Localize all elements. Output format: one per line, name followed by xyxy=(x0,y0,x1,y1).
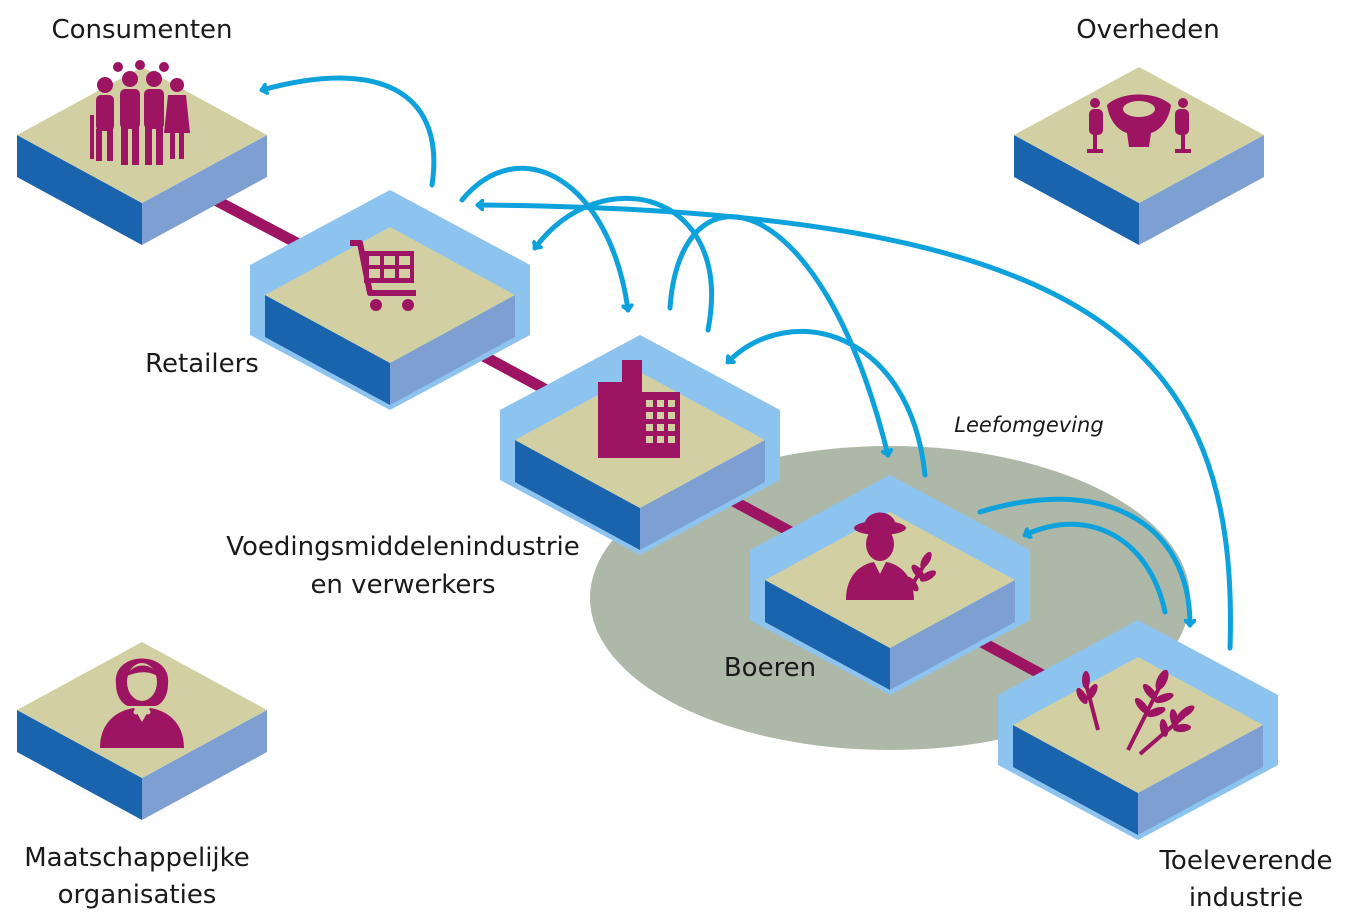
tile-left-face xyxy=(17,135,142,245)
tile-consumenten xyxy=(17,60,267,245)
factory-building-icon xyxy=(598,360,680,458)
tile-toeleverende xyxy=(998,620,1278,840)
label-consumenten: Consumenten xyxy=(51,15,232,45)
tile-right-face xyxy=(1138,725,1263,835)
tile-right-face xyxy=(1139,135,1264,245)
tile-right-face xyxy=(890,580,1015,690)
arrow-voedings-to-retailers xyxy=(459,165,628,310)
label-retailers: Retailers xyxy=(145,349,259,379)
tile-voedings xyxy=(500,335,780,555)
label-leefomgeving: Leefomgeving xyxy=(954,413,1103,437)
arrow-boeren-to-voedings xyxy=(725,329,928,478)
arrow-toeleverende-to-retailers xyxy=(478,205,1233,651)
tile-maatschappelijk xyxy=(17,642,267,820)
label-maatschappelijk-line2: organisaties xyxy=(58,880,217,910)
tile-right-face xyxy=(640,440,765,550)
farmer-with-wheat-icon xyxy=(846,512,937,600)
label-voedings-line1: Voedingsmiddelenindustrie xyxy=(226,532,580,562)
shopping-cart-icon xyxy=(350,240,416,311)
arrow-retailers-to-consumenten xyxy=(262,75,437,188)
tile-left-face xyxy=(1013,725,1138,835)
tile-right-face xyxy=(142,710,267,820)
council-seats-icon xyxy=(1087,94,1191,153)
tile-right-face xyxy=(142,135,267,245)
tile-left-face xyxy=(17,710,142,820)
relationship-arrows xyxy=(262,75,1233,651)
tile-top-face xyxy=(17,67,267,203)
label-overheden: Overheden xyxy=(1076,15,1220,45)
tile-left-face xyxy=(265,295,390,405)
tile-retailers xyxy=(250,190,530,410)
label-boeren: Boeren xyxy=(724,653,816,683)
label-voedings-line2: en verwerkers xyxy=(310,570,495,600)
tile-right-face xyxy=(390,295,515,405)
arrow-retailers-voedings-loop xyxy=(535,196,714,333)
labels: Consumenten Overheden Retailers Voedings… xyxy=(24,15,1332,913)
arrow-boeren-to-toeleverende xyxy=(977,496,1190,625)
wheat-stalks-icon xyxy=(1076,669,1195,756)
tile-overheden xyxy=(1014,67,1264,245)
tile-left-face xyxy=(515,440,640,550)
arrow-toeleverende-to-boeren xyxy=(1025,521,1168,615)
tile-left-face xyxy=(765,580,890,690)
label-maatschappelijk-line1: Maatschappelijke xyxy=(24,843,250,873)
group-of-people-icon xyxy=(90,60,190,165)
tile-top-face xyxy=(1013,657,1263,793)
woman-avatar-icon xyxy=(100,658,184,748)
tile-left-face xyxy=(1014,135,1139,245)
tile-top-face xyxy=(17,642,267,778)
label-toeleverende-line2: industrie xyxy=(1189,883,1303,913)
arrow-voedings-to-boeren xyxy=(667,214,888,455)
label-toeleverende-line1: Toeleverende xyxy=(1158,846,1332,876)
tile-boeren xyxy=(750,475,1030,695)
